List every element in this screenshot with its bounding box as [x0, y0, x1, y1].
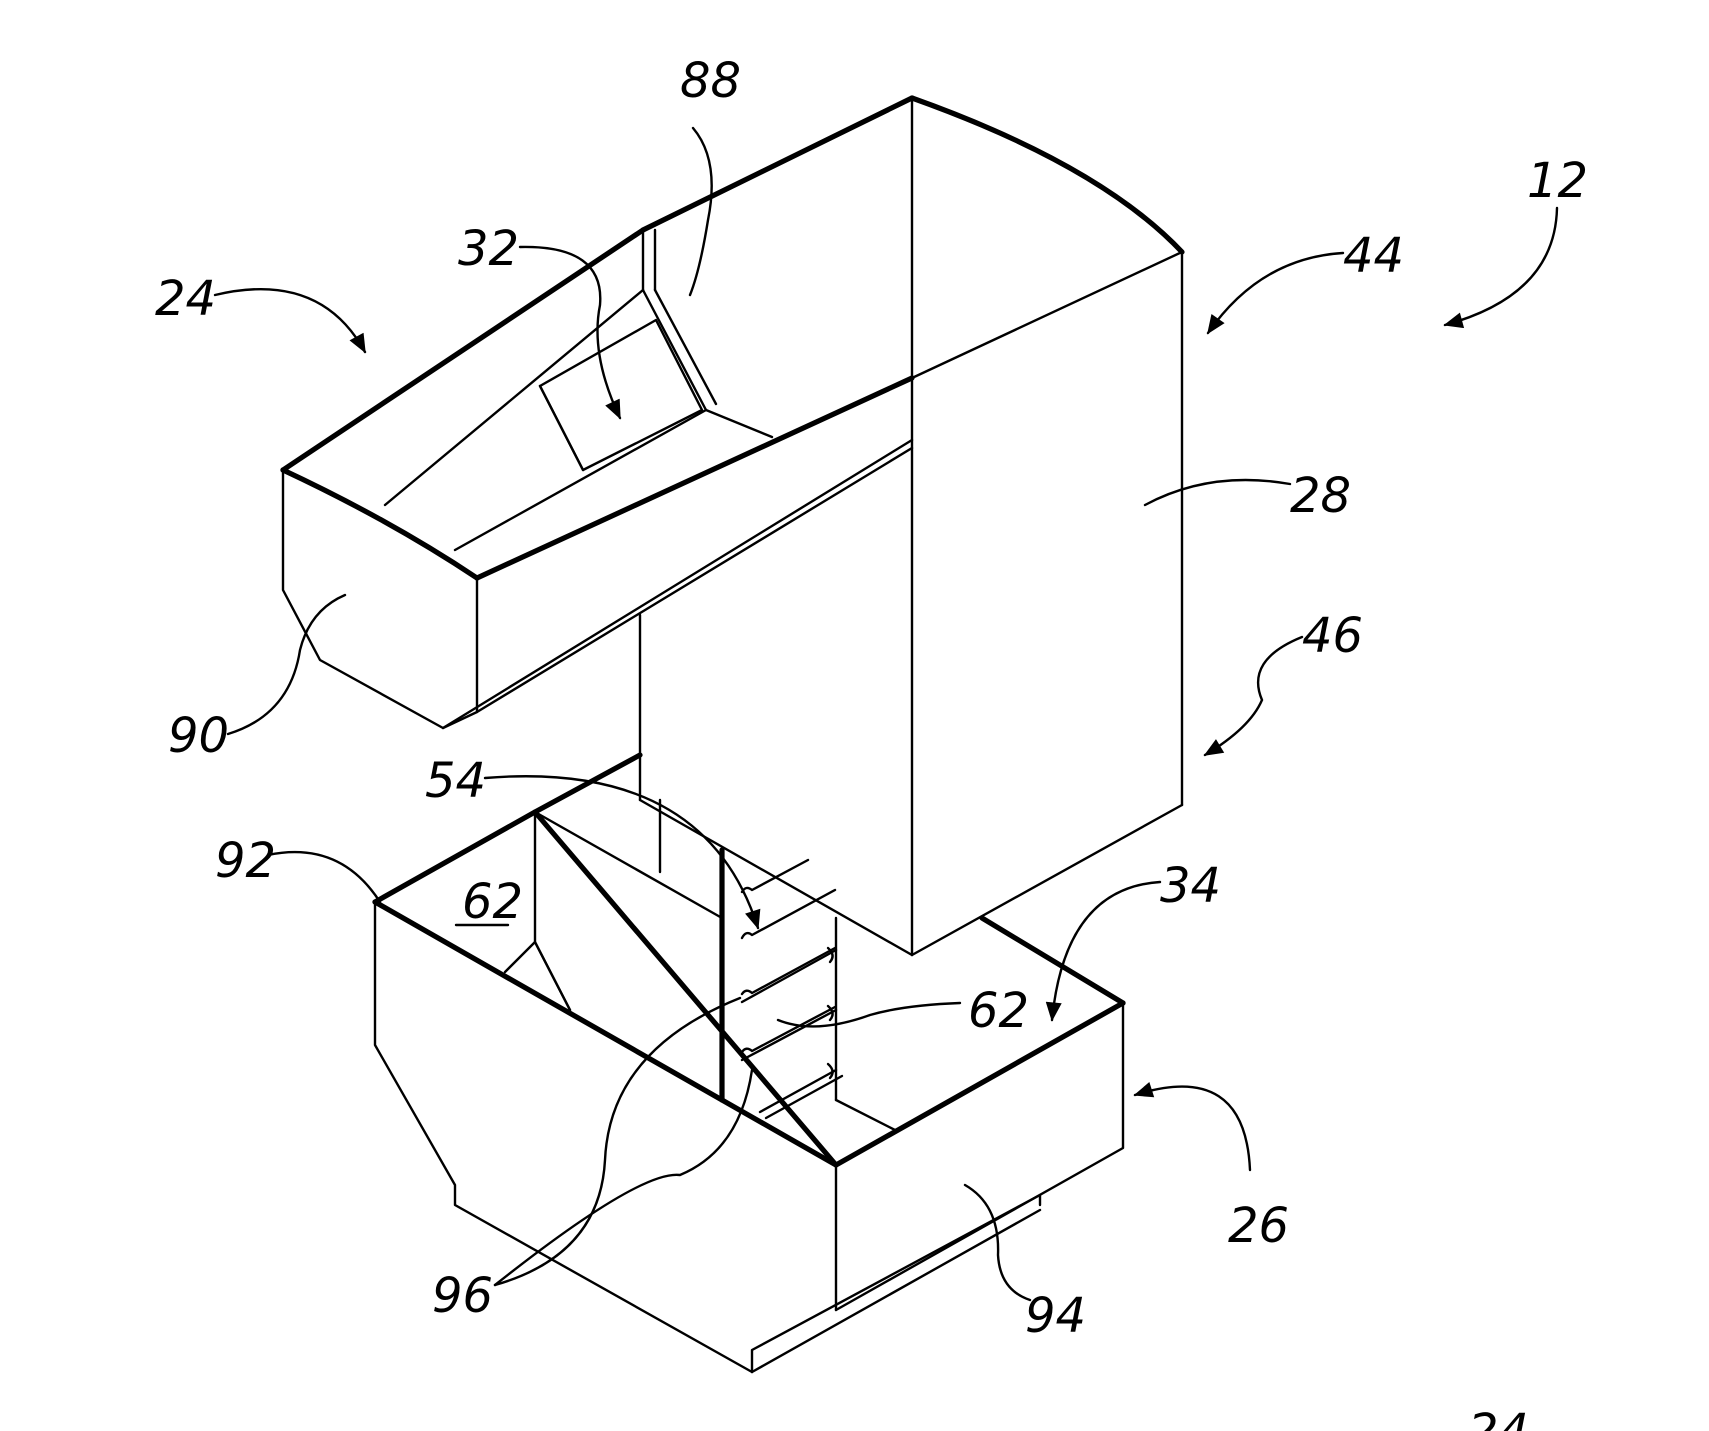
ref-26: 26 [1228, 1198, 1289, 1254]
ref-24-cutoff: 24 [1468, 1404, 1529, 1431]
ref-96: 96 [432, 1268, 493, 1324]
ref-12: 12 [1527, 153, 1588, 209]
ref-28: 28 [1290, 468, 1351, 524]
ref-88: 88 [680, 53, 741, 109]
ref-94: 94 [1025, 1288, 1086, 1344]
leader-28 [1145, 480, 1290, 505]
ref-92: 92 [215, 833, 276, 889]
leader-12 [1445, 208, 1557, 325]
ref-62-compartment: 62 [462, 874, 523, 930]
leader-44 [1208, 253, 1343, 333]
leader-92 [268, 852, 380, 902]
ref-62-rungs: 62 [968, 983, 1029, 1039]
leader-26 [1135, 1087, 1250, 1170]
leader-32 [520, 247, 620, 418]
ref-46: 46 [1302, 608, 1363, 664]
ref-24: 24 [155, 271, 216, 327]
reference-numerals: 12 24 44 88 32 28 46 90 54 92 62 34 62 2… [155, 53, 1588, 1431]
leader-54 [485, 776, 758, 928]
leader-24 [215, 289, 365, 352]
ref-34: 34 [1160, 858, 1221, 914]
rungs [742, 860, 836, 1078]
upper-unit [283, 98, 1182, 955]
leader-34 [1052, 882, 1160, 1020]
leader-88 [690, 128, 712, 295]
leader-94 [965, 1185, 1030, 1300]
ref-32: 32 [458, 221, 519, 277]
leader-46 [1205, 637, 1302, 755]
leader-96b [495, 1070, 752, 1285]
ref-90: 90 [168, 708, 229, 764]
ref-44: 44 [1343, 228, 1404, 284]
ref-54: 54 [425, 753, 486, 809]
